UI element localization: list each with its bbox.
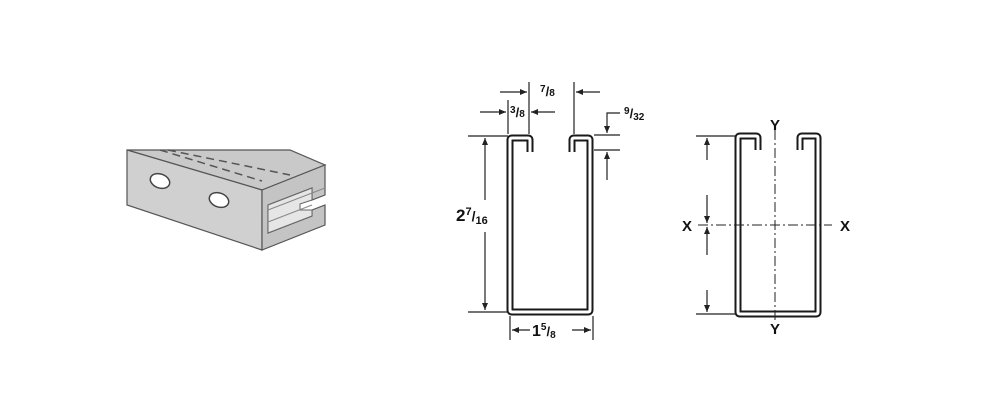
- x-axis-label-left: X: [682, 218, 692, 235]
- y-axis-label-top: Y: [770, 117, 780, 134]
- y-axis-label-bottom: Y: [770, 321, 780, 338]
- lip-depth-label: 9/32: [624, 106, 645, 123]
- slot-hole: [149, 172, 171, 190]
- height-label: 27/16: [456, 206, 488, 227]
- channel-profile-dimensioned: 7/8 3/8 9/32 27/16 15/8: [456, 82, 645, 341]
- slot-hole: [208, 191, 230, 209]
- channel-isometric-illustration: [126, 149, 327, 251]
- x-axis-label-right: X: [840, 218, 850, 235]
- slot-width-label: 7/8: [540, 84, 555, 99]
- width-label: 15/8: [532, 322, 556, 341]
- channel-profile-axes: Y Y X X: [682, 117, 850, 338]
- lip-width-label: 3/8: [510, 105, 525, 120]
